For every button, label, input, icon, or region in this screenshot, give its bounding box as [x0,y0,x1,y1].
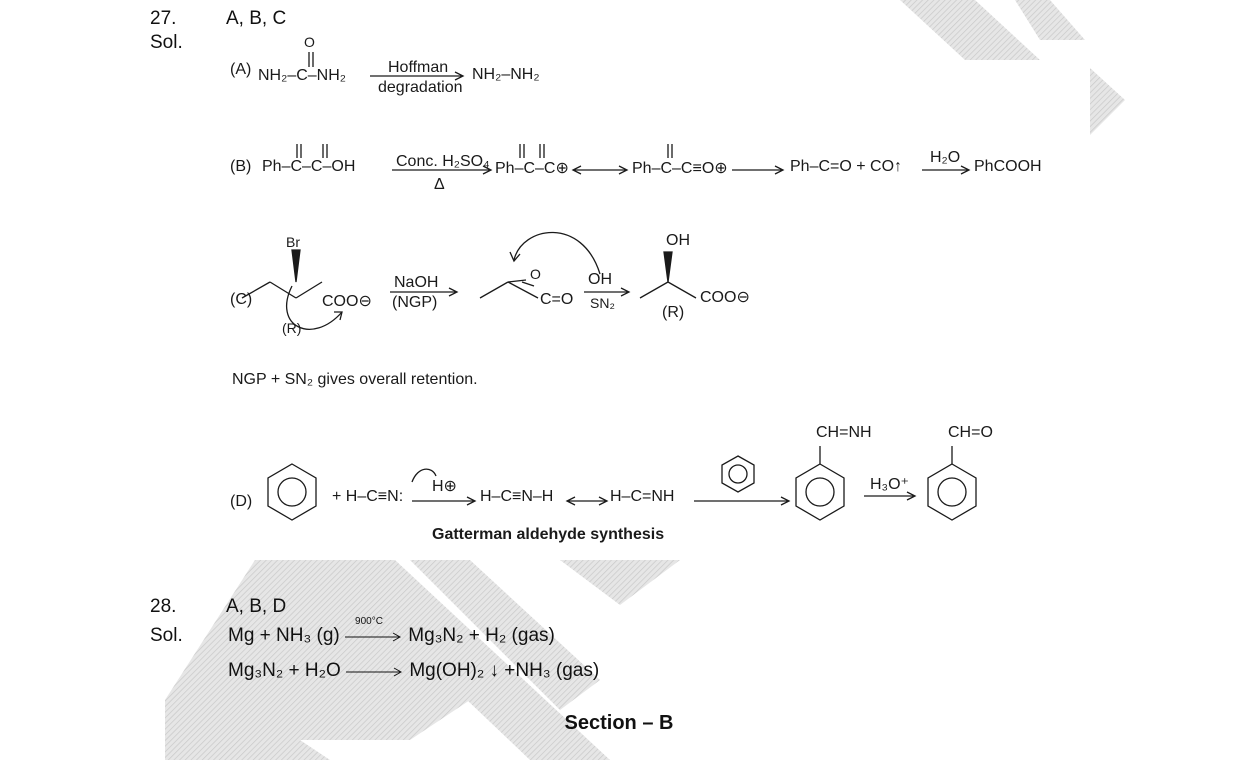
benzoic-acid: PhCOOH [974,158,1042,175]
aldehyde-group: CH=O [948,424,993,441]
carboxylate-2: COO⊖ [700,289,750,306]
naoh-reagent: NaOH [394,274,439,291]
config-r-1: (R) [282,320,302,336]
section-heading: Section – B [564,712,674,734]
hydroxide-reagent: OH [588,271,612,288]
water-reagent: H₂O [930,149,961,166]
hcn-reagent: + H–C≡N: [332,488,404,505]
degradation-label: degradation [378,79,463,96]
equation-2-right: Mg(OH)₂ ↓ +NH₃ (gas) [409,660,600,681]
ngp-retention-note: NGP + SN₂ gives overall retention. [232,371,478,388]
hydronium-reagent: H₃O⁺ [870,476,909,493]
equation-1-right: Mg₃N₂ + H₂ (gas) [408,625,555,646]
solution-label: Sol. [150,625,183,646]
h2so4-reagent: Conc. H₂SO₄ [396,153,490,170]
equation-1-left: Mg + NH₃ (g) [228,625,340,646]
iminium-2: H–C=NH [610,488,675,505]
proton-label: H⊕ [432,478,457,495]
sn2-label: SN₂ [590,295,615,311]
question-number: 28. [150,596,177,617]
urea-carbonyl-o: O [304,34,315,50]
carboxylate-1: COO⊖ [322,293,372,310]
equation-2-left: Mg₃N₂ + H₂O [228,660,341,681]
bromine-label: Br [286,234,300,250]
lactone-carbonyl: C=O [540,291,574,308]
gatterman-caption: Gatterman aldehyde synthesis [432,526,665,543]
aldimine-group: CH=NH [816,424,872,441]
equation-1: Mg + NH₃ (g) 900°C Mg₃N₂ + H₂ (gas) [228,616,555,647]
hydrazine: NH₂–NH₂ [472,66,540,83]
hoffman-reagent: Hoffman [388,59,449,76]
ngp-label: (NGP) [392,294,438,311]
temperature-condition: 900°C [355,615,383,627]
label-a: (A) [230,61,252,78]
reaction-scheme-panel: (A) O NH₂–C–NH₂ Hoffman degradation NH₂–… [222,34,1084,554]
equation-2-arrow [346,663,404,679]
benzoyl-cation: Ph–C=O + CO↑ [790,158,903,175]
label-b: (B) [230,158,252,175]
equation-1-arrow: 900°C [345,616,403,644]
answer-options: A, B, C [226,8,287,29]
answer-options: A, B, D [226,596,287,617]
phenylglyoxylic-acid: Ph–C–C–OH [262,158,356,175]
label-d: (D) [230,493,253,510]
heat-symbol: Δ [434,176,445,193]
equation-2: Mg₃N₂ + H₂O Mg(OH)₂ ↓ +NH₃ (gas) [228,660,599,682]
urea: NH₂–C–NH₂ [258,67,346,84]
question-number: 27. [150,8,177,29]
product-oh: OH [666,232,690,249]
lactone-oxygen: O [530,266,541,282]
iminium-1: H–C≡N–H [480,488,554,505]
solution-label: Sol. [150,32,183,53]
acylium-intermediate-1: Ph–C–C⊕ [495,160,569,177]
reaction-line-art [241,52,977,521]
config-r-2: (R) [662,304,685,321]
acylium-intermediate-2: Ph–C–C≡O⊕ [632,160,728,177]
